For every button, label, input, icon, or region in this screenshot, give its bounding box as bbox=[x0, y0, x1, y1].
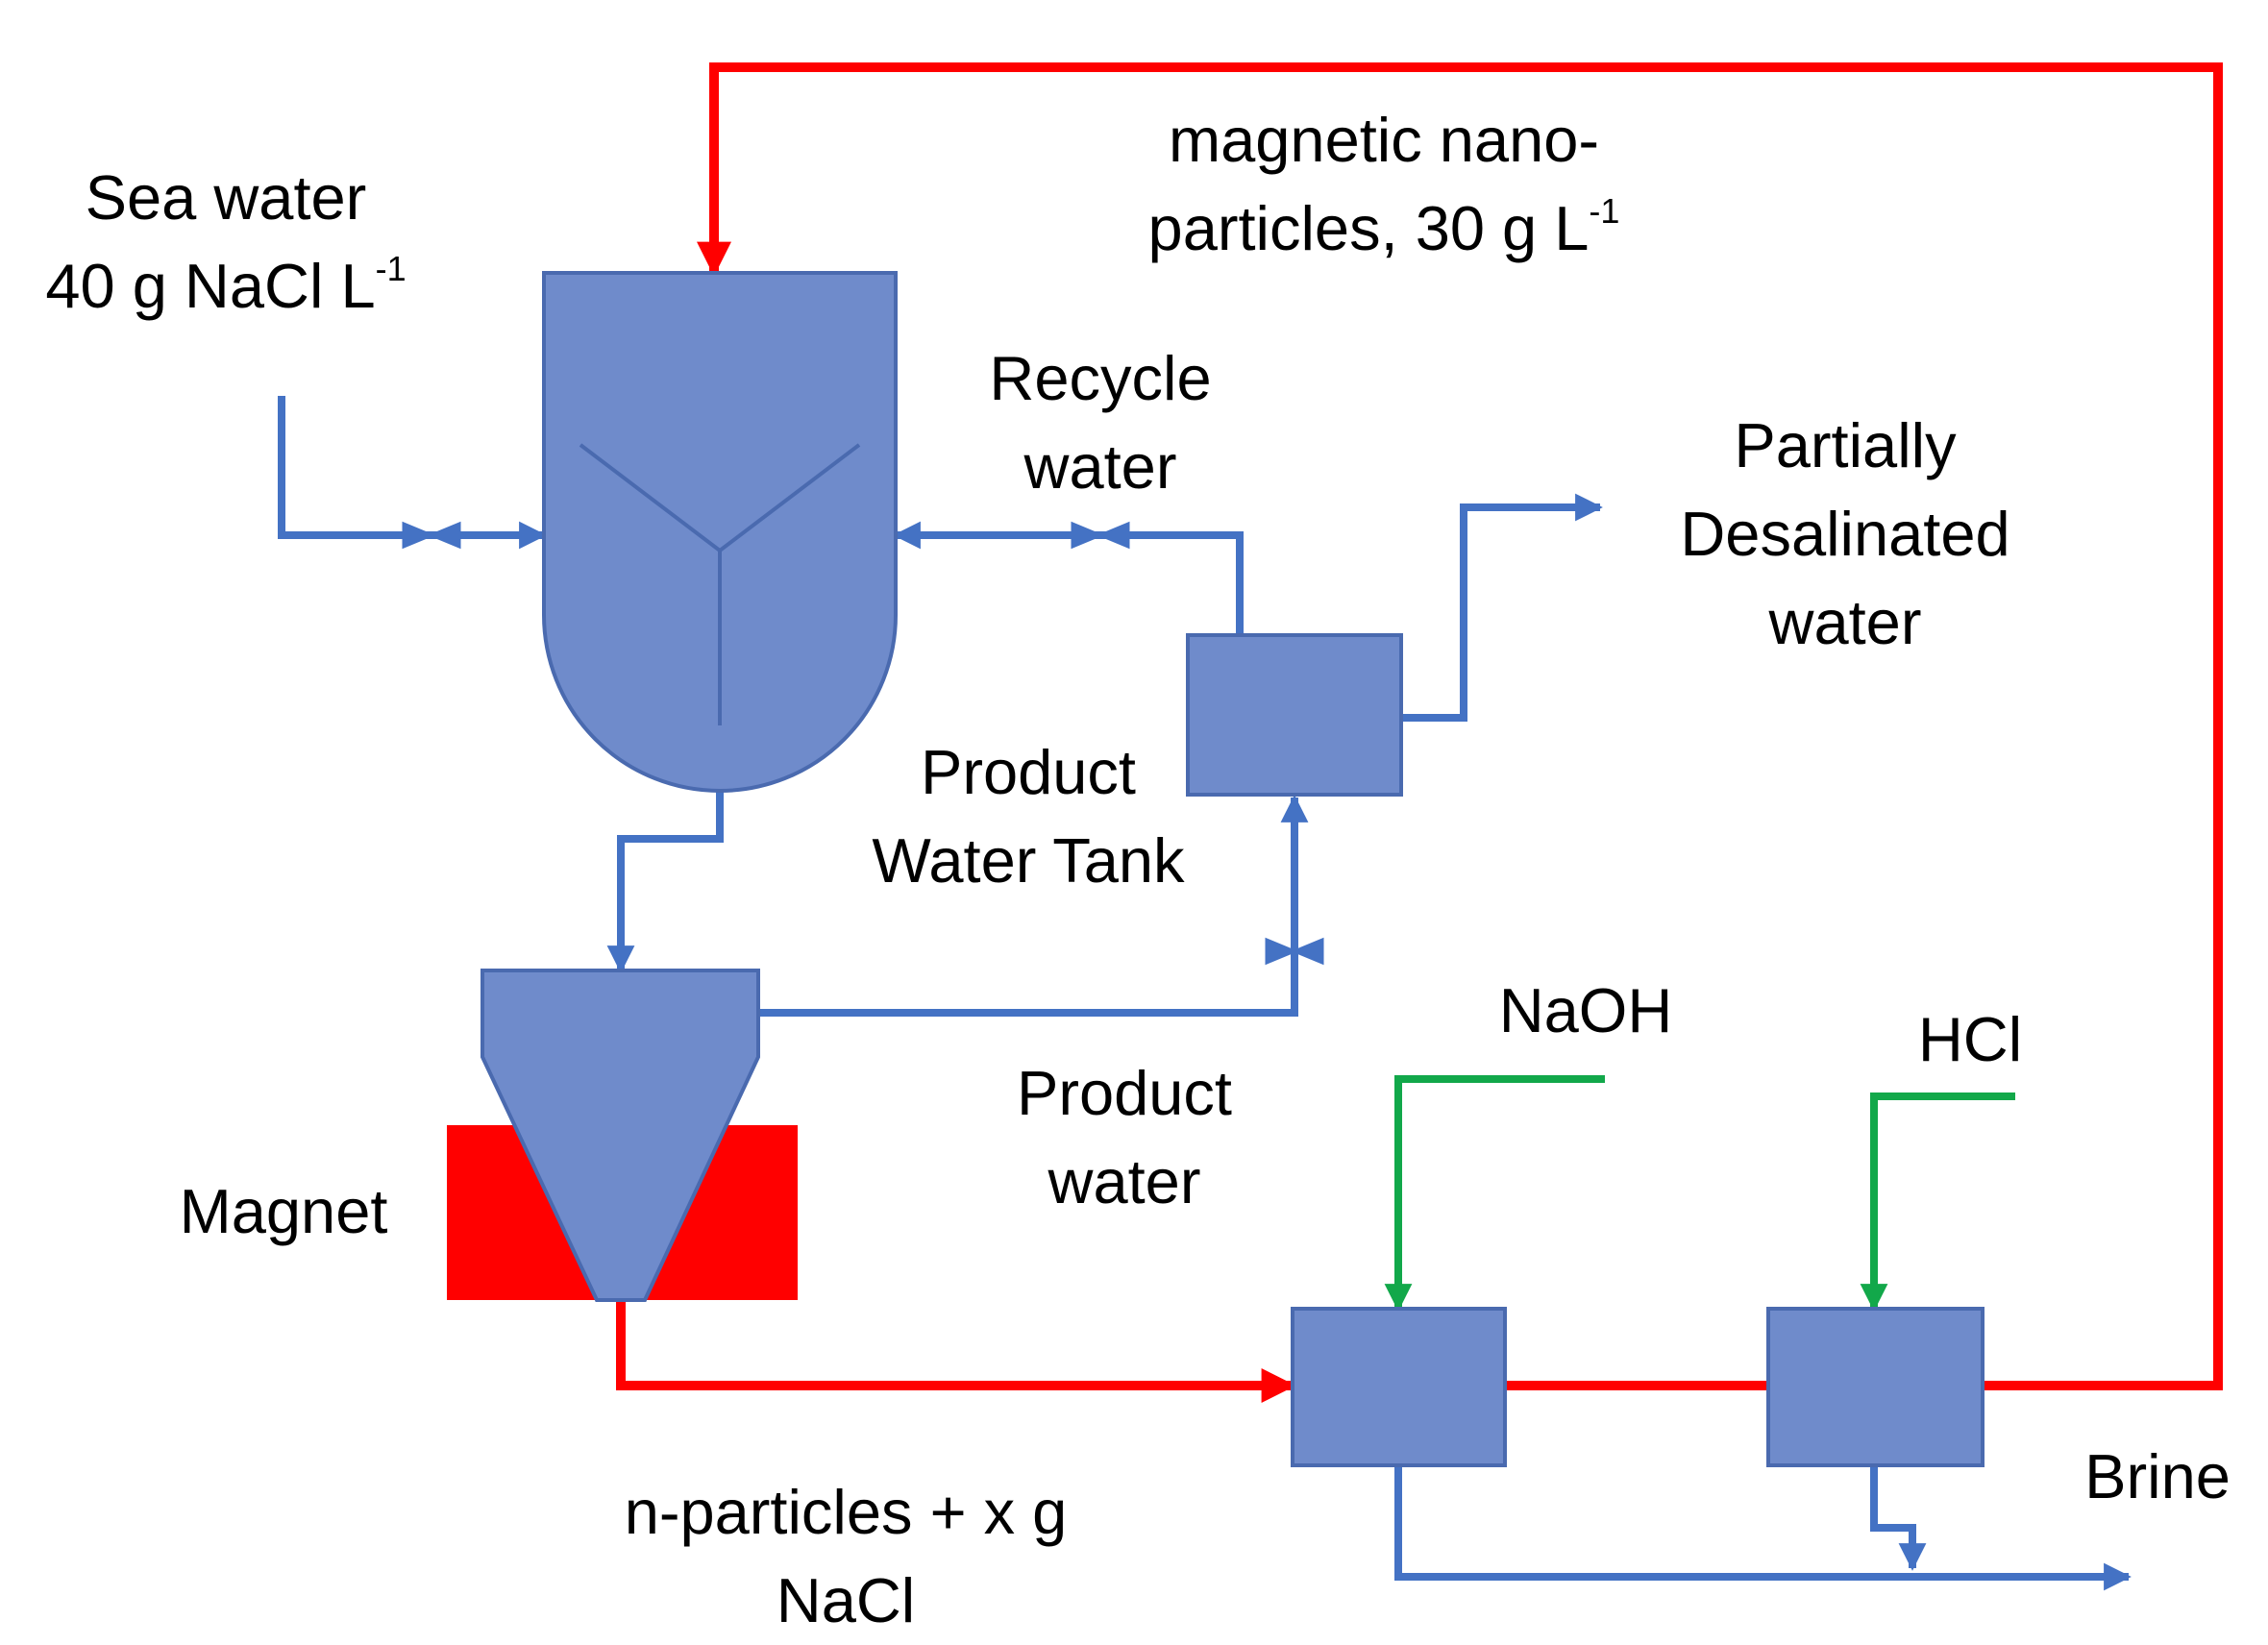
product-water-label-line1: Product bbox=[1016, 1058, 1232, 1128]
naoh-regeneration-tank bbox=[1291, 1307, 1507, 1467]
product-water-label-line2: water bbox=[1048, 1146, 1201, 1216]
recycle-water-label: Recycle water bbox=[961, 334, 1240, 511]
hcl-tank-brine-line bbox=[1870, 1465, 1927, 1571]
product-water-tank bbox=[1186, 633, 1403, 797]
agitator-icon bbox=[579, 443, 861, 725]
naoh-label: NaOH bbox=[1498, 975, 1673, 1045]
product-water-line bbox=[758, 795, 1309, 1017]
nanoparticle-return-line bbox=[697, 62, 2223, 1390]
nanoparticles-label-exponent: -1 bbox=[1589, 191, 1620, 231]
product-water-tank-label-line2: Water Tank bbox=[872, 825, 1185, 896]
product-water-tank-label: Product Water Tank bbox=[826, 728, 1230, 905]
partially-desalinated-label-line1: Partially bbox=[1734, 410, 1957, 480]
recycle-water-line bbox=[893, 521, 1244, 635]
partially-desalinated-label-line2: Desalinated bbox=[1680, 499, 2010, 569]
nanoparticles-label: magnetic nano- particles, 30 g L-1 bbox=[1105, 96, 1663, 273]
brine-collection-line bbox=[1394, 1465, 2132, 1591]
hcl-regeneration-tank bbox=[1766, 1307, 1984, 1467]
partially-desalinated-label-line3: water bbox=[1768, 587, 1922, 657]
magnet-label: Magnet bbox=[179, 1176, 388, 1246]
product-water-label: Product water bbox=[961, 1049, 1288, 1226]
sea-water-valve-icon[interactable] bbox=[402, 521, 461, 550]
recycle-water-label-line2: water bbox=[1023, 431, 1177, 502]
partially-desalinated-label: Partially Desalinated water bbox=[1634, 402, 2057, 667]
product-water-tank-label-line1: Product bbox=[920, 737, 1136, 807]
sea-water-label-exponent: -1 bbox=[375, 249, 407, 288]
sea-water-label-line2: 40 g NaCl L bbox=[45, 251, 376, 321]
n-particles-label-line1: n-particles + x g bbox=[624, 1477, 1068, 1547]
sea-water-feed-line bbox=[278, 396, 547, 550]
sea-water-label: Sea water 40 g NaCl L-1 bbox=[19, 154, 432, 331]
mixing-vessel bbox=[542, 271, 898, 793]
hcl-label: HCl bbox=[1917, 1004, 2023, 1074]
n-particles-label: n-particles + x g NaCl bbox=[557, 1468, 1134, 1645]
mixer-to-separator-line bbox=[606, 790, 724, 973]
recycle-water-label-line1: Recycle bbox=[989, 343, 1212, 413]
sea-water-label-line1: Sea water bbox=[85, 162, 367, 233]
nanoparticles-label-line1: magnetic nano- bbox=[1168, 105, 1600, 175]
hcl-feed-line bbox=[1860, 1093, 2015, 1312]
particle-slurry-line bbox=[616, 1297, 1296, 1403]
magnetic-separator bbox=[481, 969, 760, 1302]
brine-label: Brine bbox=[2084, 1441, 2231, 1511]
naoh-feed-line bbox=[1384, 1075, 1605, 1312]
n-particles-label-line2: NaCl bbox=[776, 1565, 916, 1635]
product-water-valve-icon[interactable] bbox=[1265, 937, 1324, 966]
partially-desalinated-outlet-line bbox=[1401, 493, 1603, 722]
recycle-water-valve-icon[interactable] bbox=[1071, 521, 1130, 550]
nanoparticles-label-line2: particles, 30 g L bbox=[1147, 193, 1590, 263]
